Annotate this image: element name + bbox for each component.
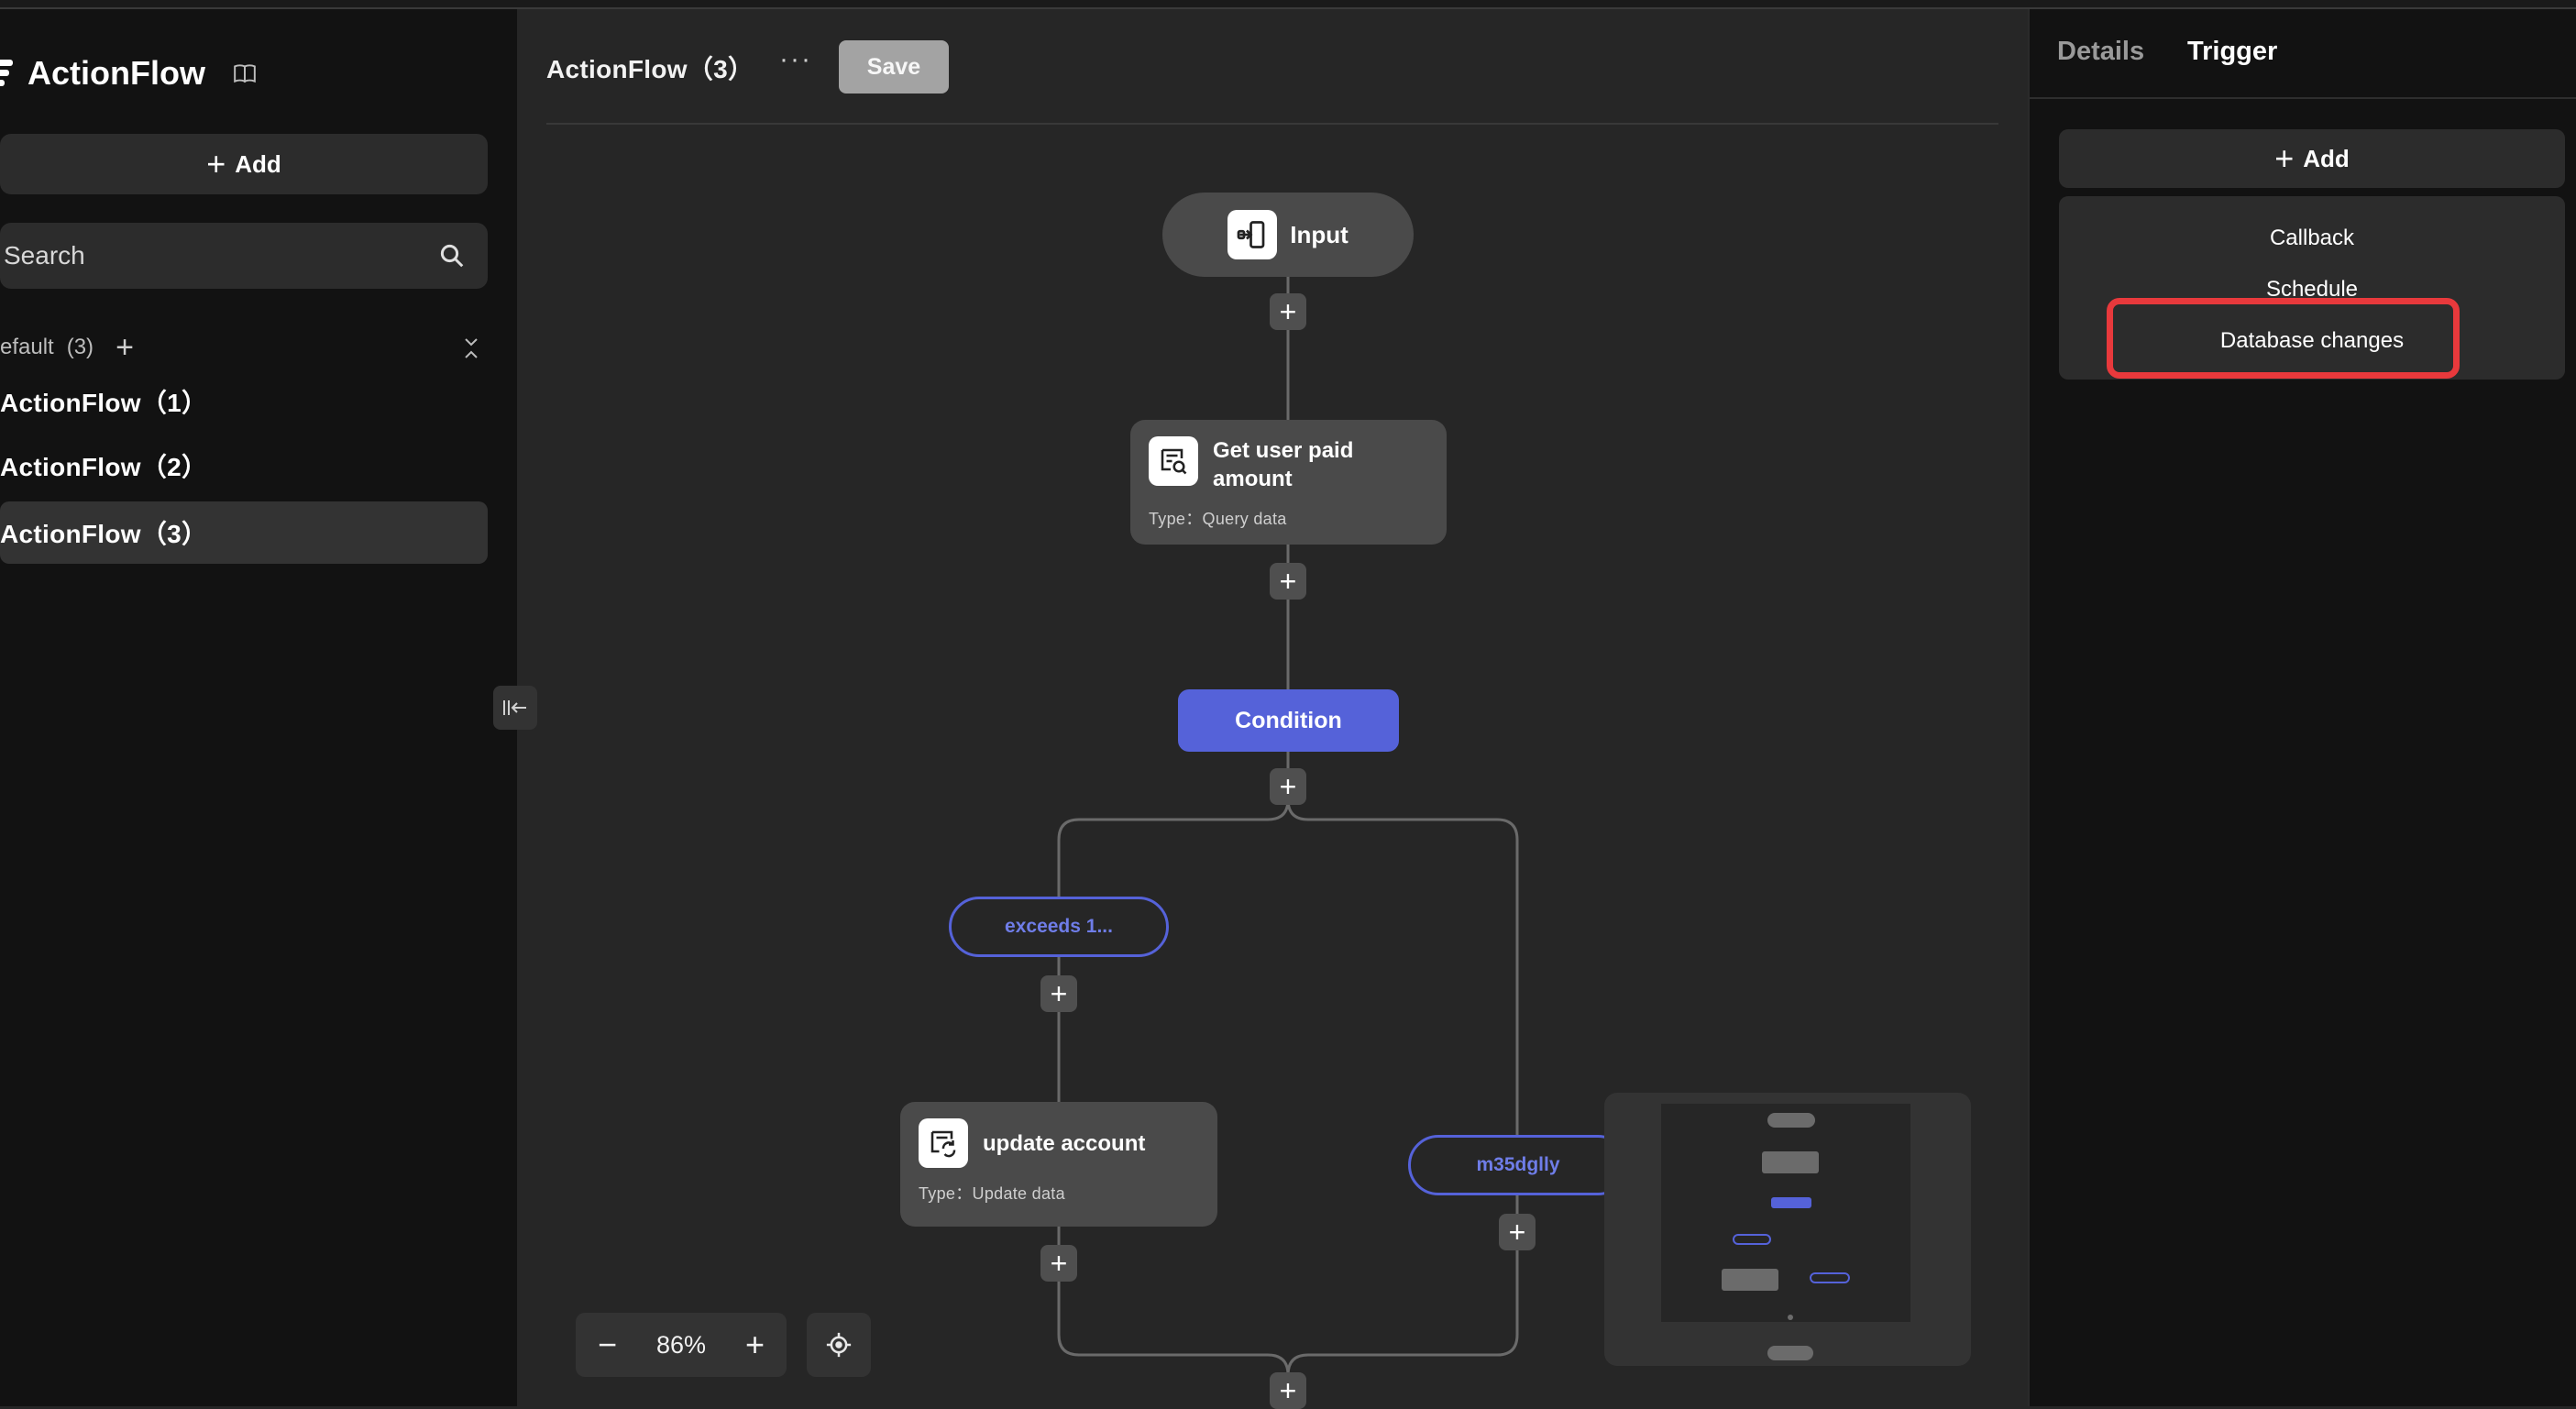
collapse-sidebar-button[interactable] [493, 686, 537, 730]
sidebar-item-actionflow-2[interactable]: ActionFlow（2） [0, 435, 488, 497]
node-title: update account [983, 1130, 1146, 1156]
sidebar-item-label: ActionFlow（1） [0, 389, 208, 417]
tab-details[interactable]: Details [2057, 37, 2145, 66]
minimap-node [1733, 1234, 1771, 1245]
locate-icon [826, 1332, 852, 1358]
minimap-node [1767, 1113, 1815, 1128]
collapse-sidebar-icon [503, 700, 526, 715]
update-data-node[interactable]: update account Type：Update data [900, 1102, 1217, 1227]
minimap-node [1810, 1272, 1850, 1283]
recenter-button[interactable] [807, 1313, 871, 1377]
search-input[interactable] [2, 240, 438, 271]
save-button[interactable]: Save [839, 40, 949, 94]
book-icon[interactable] [233, 61, 257, 85]
window-top-border [0, 0, 2576, 9]
tab-trigger[interactable]: Trigger [2187, 37, 2278, 66]
zoom-level: 86% [655, 1330, 707, 1359]
node-type: Type：Update data [919, 1184, 1065, 1203]
header-divider [546, 123, 1998, 125]
add-step-button[interactable]: + [1040, 1245, 1077, 1282]
node-header: Get user paid amount [1149, 436, 1428, 493]
group-count: (3) [66, 335, 94, 359]
branch-condition-right[interactable]: m35dglly [1408, 1135, 1628, 1195]
group-name: efault [0, 335, 54, 359]
node-title: Get user paid amount [1213, 438, 1354, 491]
add-step-button[interactable]: + [1270, 1372, 1306, 1409]
search-box [0, 223, 488, 289]
sidebar-item-actionflow-3[interactable]: ActionFlow（3） [0, 501, 488, 564]
add-flow-button[interactable]: + Add [0, 134, 488, 194]
trigger-option-schedule[interactable]: Schedule [2265, 277, 2359, 302]
flow-group-header[interactable]: efault (3) + [0, 323, 488, 372]
node-header: update account [919, 1118, 1199, 1168]
zoom-out-button[interactable]: − [598, 1326, 618, 1363]
query-data-icon [1149, 436, 1198, 486]
branch-condition-left[interactable]: exceeds 1... [949, 897, 1169, 957]
app-name: ActionFlow [28, 54, 205, 92]
node-type: Type：Query data [1149, 510, 1287, 528]
minimap-node [1767, 1346, 1813, 1360]
search-icon[interactable] [438, 242, 466, 270]
minimap-node [1771, 1197, 1811, 1208]
condition-node[interactable]: Condition [1178, 689, 1399, 752]
add-step-button[interactable]: + [1270, 768, 1306, 805]
add-trigger-label: Add [2303, 144, 2350, 172]
input-node-label: Input [1290, 220, 1349, 248]
add-flow-label: Add [235, 149, 281, 178]
add-step-button[interactable]: + [1270, 563, 1306, 600]
query-data-node[interactable]: Get user paid amount Type：Query data [1130, 420, 1447, 545]
panel-divider [2030, 97, 2576, 99]
input-icon [1227, 210, 1278, 259]
minimap-node [1722, 1269, 1778, 1291]
add-step-button[interactable]: + [1499, 1214, 1536, 1250]
trigger-option-database-changes[interactable]: Database changes [2219, 328, 2405, 353]
minimap-node [1788, 1315, 1793, 1320]
trigger-type-dropdown: Callback Schedule Database changes [2059, 196, 2565, 380]
zoom-controls: − 86% + [576, 1313, 787, 1377]
minimap-viewport[interactable] [1661, 1104, 1910, 1322]
add-step-button[interactable]: + [1040, 975, 1077, 1012]
more-options-button[interactable]: ··· [779, 44, 812, 74]
trigger-option-callback[interactable]: Callback [2269, 226, 2355, 250]
plus-icon: + [206, 145, 226, 182]
minimap[interactable] [1604, 1093, 1971, 1366]
flow-title: ActionFlow（3） [546, 55, 754, 83]
sidebar-item-label: ActionFlow（2） [0, 453, 208, 481]
properties-panel: Details Trigger + Add Callback Schedule … [2028, 9, 2576, 1406]
zoom-in-button[interactable]: + [744, 1326, 765, 1363]
highlight-box [2107, 298, 2460, 379]
flow-sidebar: ActionFlow + Add efault (3) + ActionFlow… [0, 9, 517, 1406]
sidebar-item-actionflow-1[interactable]: ActionFlow（1） [0, 370, 488, 433]
minimap-node [1762, 1151, 1819, 1173]
add-to-group-icon[interactable]: + [116, 330, 134, 365]
app-logo-icon [0, 60, 15, 87]
add-step-button[interactable]: + [1270, 293, 1306, 330]
chevrons-collapse-icon[interactable] [462, 336, 480, 361]
input-node[interactable]: Input [1162, 193, 1414, 277]
plus-icon: + [2274, 139, 2295, 177]
add-trigger-button[interactable]: + Add [2059, 129, 2565, 188]
brand: ActionFlow [0, 54, 257, 92]
update-data-icon [919, 1118, 968, 1168]
sidebar-item-label: ActionFlow（3） [0, 520, 208, 548]
